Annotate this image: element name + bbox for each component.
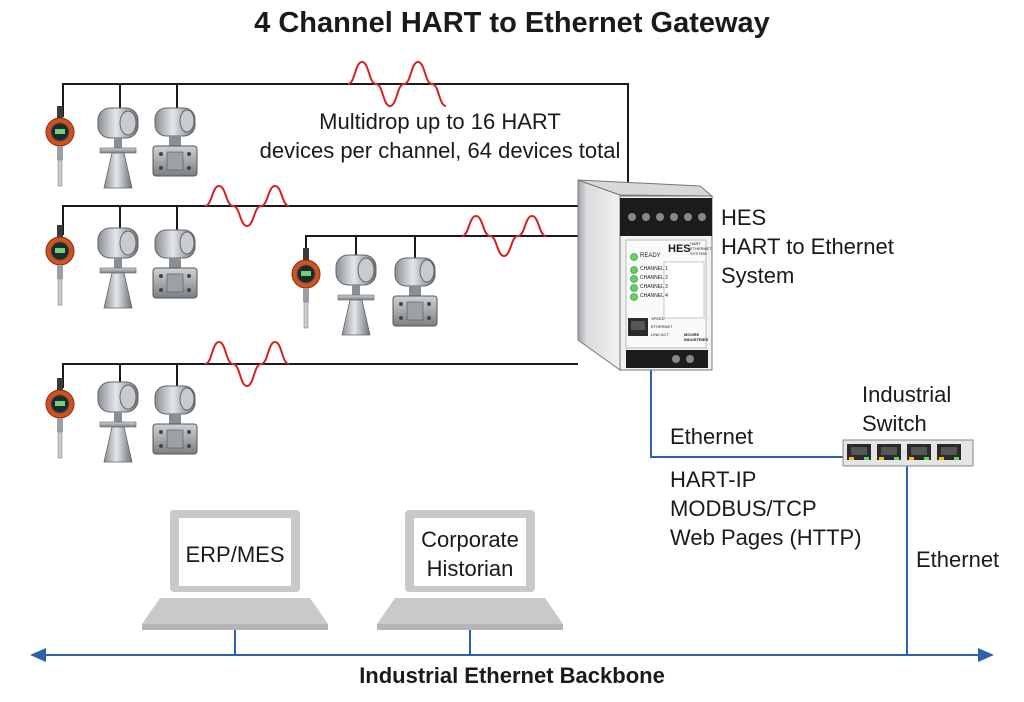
temperature-transmitter-icon — [291, 247, 321, 329]
multidrop-note-line-1: Multidrop up to 16 HART — [319, 109, 561, 134]
module-ethernet-label: ETHERNET — [651, 324, 673, 329]
hart-wave-3 — [461, 214, 547, 258]
temperature-transmitter-icon — [45, 224, 75, 306]
hart-signal-waves — [204, 60, 547, 388]
radar-level-transmitter-icon — [97, 227, 139, 309]
module-channel-4-label: CHANNEL 4 — [640, 293, 668, 299]
multidrop-note-line-2: devices per channel, 64 devices total — [259, 138, 621, 163]
hart-wave-2 — [204, 184, 290, 228]
backbone-line — [30, 648, 994, 662]
temperature-transmitter-icon — [45, 377, 75, 459]
module-speed-label: SPEED — [651, 316, 665, 321]
radar-level-transmitter-icon — [97, 107, 139, 189]
protocol-web-pages: Web Pages (HTTP) — [670, 525, 862, 550]
ethernet-label-right: Ethernet — [916, 547, 1000, 572]
network-switch-icon — [842, 439, 974, 467]
module-brand-sub-1: HART — [690, 241, 701, 246]
backbone-right-arrow — [978, 648, 994, 662]
laptop-historian-label-line-1: Corporate — [421, 527, 519, 552]
hes-label-line-3: System — [721, 263, 795, 288]
module-channel-3-label: CHANNEL 3 — [640, 284, 668, 290]
module-channel-2-label: CHANNEL 2 — [640, 275, 668, 281]
module-ready-label: READY — [640, 253, 661, 259]
module-brand-sub-2: ETHERNET — [690, 246, 712, 251]
backbone-label: Industrial Ethernet Backbone — [359, 663, 665, 688]
hes-label-line-2: HART to Ethernet — [721, 234, 894, 259]
channel-1-wire — [62, 83, 629, 183]
protocol-hart-ip: HART-IP — [670, 467, 757, 492]
temperature-transmitter-icon — [45, 105, 75, 187]
module-brand-sub-3: SYSTEM — [690, 251, 707, 256]
module-brand: HES — [668, 243, 691, 255]
diagram-title: 4 Channel HART to Ethernet Gateway — [254, 7, 770, 39]
hart-wave-4 — [204, 340, 290, 388]
module-link-act-label: LINK ACT — [651, 332, 669, 337]
module-maker-1: MOORE — [684, 332, 700, 337]
ethernet-label-upper: Ethernet — [670, 424, 754, 449]
switch-label-line-2: Switch — [862, 411, 927, 436]
radar-level-transmitter-icon — [97, 381, 139, 463]
switch-label-line-1: Industrial — [862, 382, 952, 407]
ethernet-links — [234, 352, 908, 655]
pressure-transmitter-icon — [392, 257, 438, 327]
field-devices-row-1 — [45, 105, 198, 189]
laptop-icon — [142, 510, 328, 630]
protocol-modbus-tcp: MODBUS/TCP — [670, 496, 817, 521]
hart-wave-1 — [347, 60, 447, 108]
field-devices-row-2 — [45, 224, 198, 309]
field-devices-row-3 — [291, 247, 438, 336]
module-channel-1-label: CHANNEL 1 — [640, 266, 668, 272]
pressure-transmitter-icon — [152, 385, 198, 455]
backbone-left-arrow — [30, 648, 46, 662]
module-maker-2: INDUSTRIES — [684, 337, 709, 342]
hes-label-line-1: HES — [721, 205, 767, 230]
hes-to-switch-link — [650, 352, 845, 458]
channel-2-wire — [62, 205, 578, 235]
radar-level-transmitter-icon — [335, 254, 377, 336]
din-rail-module-icon — [577, 179, 714, 371]
pressure-transmitter-icon — [152, 229, 198, 299]
laptop-historian-label-line-2: Historian — [426, 556, 514, 581]
field-devices-row-4 — [45, 377, 198, 463]
channel-4-wire — [62, 363, 578, 388]
laptop-erp-label: ERP/MES — [185, 542, 285, 567]
